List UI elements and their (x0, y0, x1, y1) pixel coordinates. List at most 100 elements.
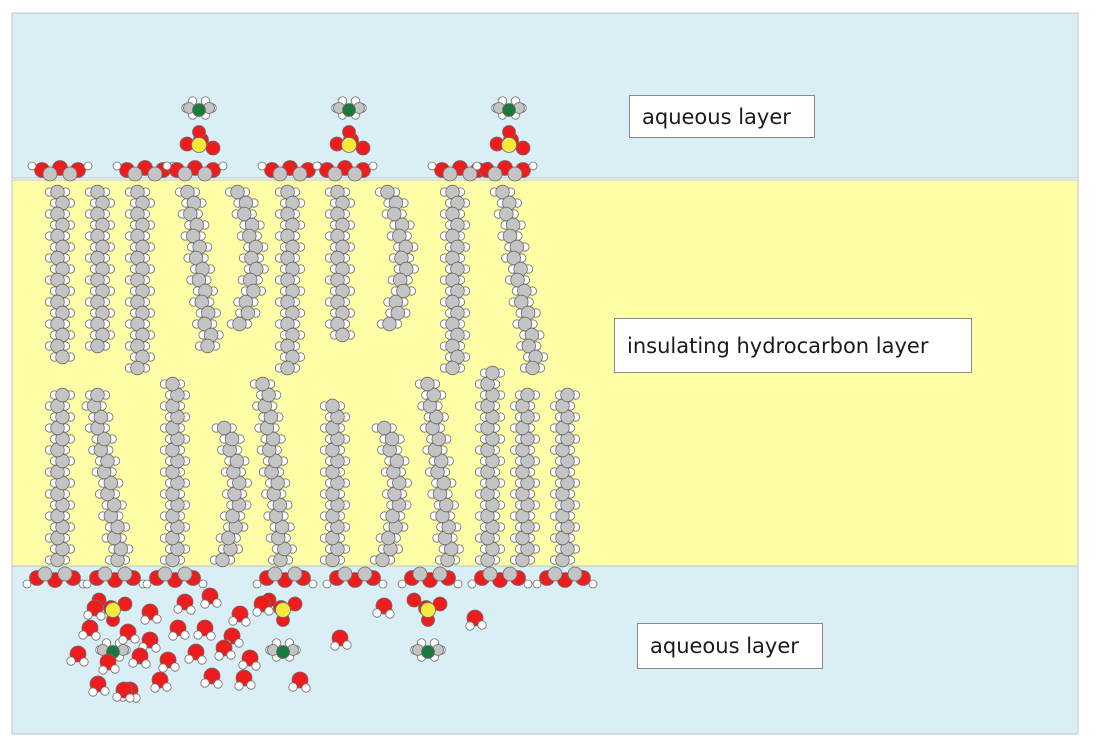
hydrocarbon-chain (224, 184, 269, 332)
hydrogen-atom (397, 579, 407, 589)
water-molecule (252, 595, 274, 617)
water-molecule (128, 647, 151, 669)
phosphorus-atom (341, 137, 357, 153)
water-molecule (372, 597, 395, 619)
carbon-atom (255, 376, 270, 392)
hydrogen-atom (151, 643, 161, 653)
hydrogen-atom (118, 635, 128, 645)
carbon-atom (265, 431, 281, 447)
carbon-atom (499, 206, 514, 222)
water-molecule (98, 653, 120, 675)
carbon-atom (103, 475, 119, 491)
nitrogen-atom (192, 103, 206, 117)
carbon-atom (224, 431, 240, 447)
water-molecule (150, 671, 172, 693)
hydrogen-atom (110, 664, 120, 674)
carbon-atom (130, 360, 145, 376)
water-molecule (88, 675, 110, 697)
carbon-atom (517, 316, 533, 332)
hydrogen-atom (234, 638, 244, 648)
water-molecule (193, 619, 216, 641)
water-molecule (78, 619, 101, 641)
hydrogen-atom (288, 682, 298, 692)
phospholipid-head-top (27, 160, 93, 182)
hydrogen-atom (453, 579, 463, 589)
hydrogen-atom (79, 657, 89, 667)
carbon-atom (97, 566, 113, 582)
carbon-atom (502, 566, 518, 582)
phosphorus-atom (105, 602, 121, 618)
carbon-atom (232, 316, 247, 332)
hydrogen-atom (140, 615, 150, 625)
hydrogen-atom (173, 604, 183, 614)
hydrogen-atom (308, 579, 318, 589)
carbon-atom (502, 228, 518, 244)
carbon-atom (389, 453, 405, 469)
hydrogen-atom (130, 634, 140, 644)
carbon-atom (327, 166, 343, 182)
carbon-atom (429, 409, 444, 425)
carbon-atom (292, 166, 308, 182)
carbon-atom (188, 250, 204, 266)
hydrogen-atom (301, 683, 311, 693)
carbon-atom (485, 365, 500, 381)
hydrocarbon-chain (274, 184, 306, 376)
hydrocarbon-chain (509, 387, 541, 568)
carbon-atom (186, 228, 201, 244)
hydrogen-atom (330, 641, 340, 651)
phosphate-group (329, 125, 371, 156)
hydrocarbon-chain (369, 420, 412, 568)
hydrogen-atom (251, 661, 261, 671)
carbon-atom (113, 541, 129, 557)
water-molecule (465, 609, 487, 631)
hydrogen-atom (128, 658, 138, 668)
phospholipid-head-bottom (532, 566, 598, 589)
hydrogen-atom (252, 607, 262, 617)
water-molecule (288, 671, 311, 693)
hydrocarbon-chain (439, 184, 471, 376)
phospholipid-head-bottom (142, 566, 208, 589)
carbon-atom (272, 166, 288, 182)
carbon-atom (147, 166, 163, 182)
hydrogen-atom (427, 161, 437, 171)
carbon-atom (277, 541, 292, 557)
hydrogen-atom (141, 659, 151, 669)
carbon-atom (375, 552, 390, 568)
water-molecule (168, 619, 190, 641)
phosphorus-atom (191, 137, 207, 153)
carbon-atom (287, 566, 303, 582)
hydrogen-atom (213, 679, 223, 689)
carbon-atom (507, 166, 523, 182)
phospholipid-head-bottom (322, 566, 388, 589)
carbon-atom (249, 261, 264, 277)
hydrogen-atom (186, 605, 196, 615)
water-molecule (83, 599, 106, 621)
phosphorus-atom (501, 137, 517, 153)
hydrogen-atom (368, 161, 378, 171)
carbon-atom (520, 387, 535, 403)
phosphorus-atom (420, 602, 436, 618)
carbon-atom (441, 519, 456, 535)
water-molecule (118, 623, 140, 645)
carbon-atom (547, 566, 563, 582)
nitrogen-atom (421, 645, 435, 659)
carbon-atom (93, 409, 109, 425)
carbon-atom (57, 566, 73, 582)
phospholipid-head-bottom (397, 566, 463, 662)
carbon-atom (100, 453, 115, 469)
carbon-atom (216, 420, 232, 436)
water-molecules (66, 587, 487, 703)
oxygen-atom (515, 140, 531, 156)
hydrocarbon-chain (44, 184, 76, 365)
hydrogen-atom (168, 631, 178, 641)
carbon-atom (200, 338, 215, 354)
aqueous-layer-bottom (11, 565, 1079, 735)
carbon-atom (384, 431, 400, 447)
hydrocarbon-chain (124, 184, 156, 376)
carbon-atom (482, 566, 498, 582)
hydrogen-atom (241, 617, 251, 627)
oxygen-atom (205, 140, 221, 156)
hydrogen-atom (100, 686, 110, 696)
hydrocarbon-chain (174, 184, 224, 354)
carbon-atom (420, 376, 435, 392)
